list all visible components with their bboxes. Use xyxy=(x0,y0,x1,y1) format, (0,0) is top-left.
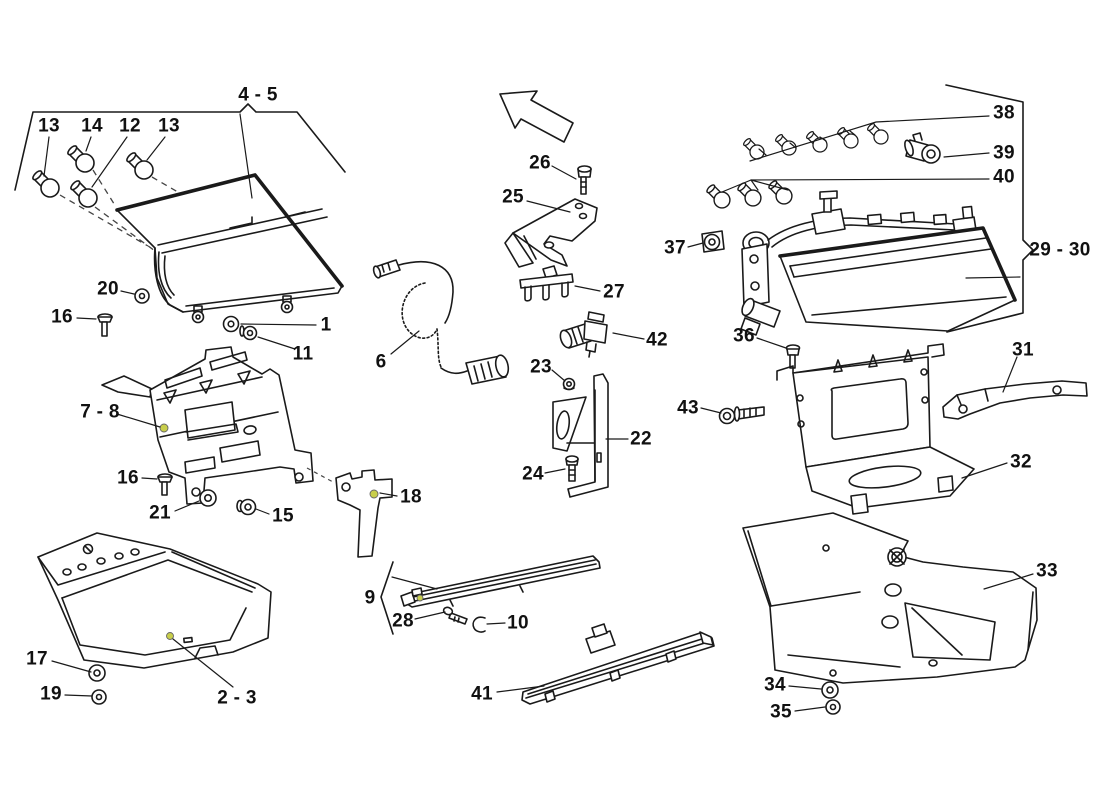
tray-33 xyxy=(742,512,1038,684)
part-label-33: 33 xyxy=(1036,560,1058,582)
part-label-29-30: 29 - 30 xyxy=(1029,239,1091,261)
part-label-37: 37 xyxy=(664,237,686,259)
part-label-17: 17 xyxy=(26,648,48,670)
part-label-40: 40 xyxy=(993,166,1015,188)
washer-21 xyxy=(199,489,217,507)
part-label-38: 38 xyxy=(993,102,1015,124)
strip-9 xyxy=(400,555,601,608)
bulb-row-38 xyxy=(740,120,892,163)
part-label-4-5: 4 - 5 xyxy=(238,84,278,106)
bracket-22 xyxy=(552,373,609,498)
part-label-19: 19 xyxy=(40,683,62,705)
bolt-26 xyxy=(577,165,592,195)
bracket-18 xyxy=(306,467,393,558)
part-label-36: 36 xyxy=(733,325,755,347)
screw-16-upper xyxy=(97,313,113,337)
part-label-42: 42 xyxy=(646,329,668,351)
nut-37 xyxy=(701,230,725,253)
part-label-16: 16 xyxy=(51,306,73,328)
bolt-43 xyxy=(718,406,765,425)
part-label-34: 34 xyxy=(764,674,786,696)
part-label-14: 14 xyxy=(81,115,103,137)
group-frame-29-30 xyxy=(945,84,1034,333)
washer-19 xyxy=(91,689,107,705)
bracket-7-8 xyxy=(101,346,314,505)
part-label-9: 9 xyxy=(364,587,376,609)
bracket-25 xyxy=(504,198,598,268)
part-label-1: 1 xyxy=(320,314,332,336)
part-label-13: 13 xyxy=(158,115,180,137)
part-label-25: 25 xyxy=(502,186,524,208)
part-label-12: 12 xyxy=(119,115,141,137)
part-label-28: 28 xyxy=(392,610,414,632)
part-label-11: 11 xyxy=(292,343,314,365)
group-frame-4-5 xyxy=(14,103,346,191)
clip-27 xyxy=(519,265,574,302)
screw-36 xyxy=(785,344,801,369)
part-label-27: 27 xyxy=(603,281,625,303)
leader-lines xyxy=(43,113,1034,712)
part-label-39: 39 xyxy=(993,142,1015,164)
screw-28 xyxy=(442,606,468,625)
screw-16-lower xyxy=(157,473,173,496)
light-strip-41 xyxy=(521,623,715,705)
part-label-23: 23 xyxy=(530,356,552,378)
part-label-6: 6 xyxy=(375,351,387,373)
part-label-7-8: 7 - 8 xyxy=(80,401,120,423)
part-label-24: 24 xyxy=(522,463,544,485)
clip-10 xyxy=(472,616,486,633)
part-label-43: 43 xyxy=(677,397,699,419)
bracket-31 xyxy=(942,380,1088,420)
part-label-18: 18 xyxy=(400,486,422,508)
nut-15 xyxy=(236,498,257,516)
taillight-assembly-29-30 xyxy=(740,190,1017,336)
socket-39 xyxy=(904,132,941,164)
washer-17 xyxy=(88,664,106,682)
part-label-35: 35 xyxy=(770,701,792,723)
part-label-16: 16 xyxy=(117,467,139,489)
tray-2-3 xyxy=(37,532,272,669)
part-label-21: 21 xyxy=(149,502,171,524)
part-label-32: 32 xyxy=(1010,451,1032,473)
washer-34 xyxy=(821,681,839,699)
part-label-20: 20 xyxy=(97,278,119,300)
bulb-row-40 xyxy=(702,176,796,212)
part-label-13: 13 xyxy=(38,115,60,137)
bracket-32 xyxy=(776,343,975,515)
bolt-24 xyxy=(565,455,579,482)
part-label-41: 41 xyxy=(471,683,493,705)
washer-1 xyxy=(222,315,240,333)
taillight-lens-4-5 xyxy=(59,169,344,324)
part-label-31: 31 xyxy=(1012,339,1034,361)
coiled-cable-6 xyxy=(372,259,510,385)
screw-11 xyxy=(239,325,258,341)
part-label-10: 10 xyxy=(507,612,529,634)
part-label-15: 15 xyxy=(272,505,294,527)
part-label-22: 22 xyxy=(630,428,652,450)
washer-20 xyxy=(134,288,150,304)
part-label-2-3: 2 - 3 xyxy=(217,687,257,709)
brace-9 xyxy=(380,561,394,635)
bulb-13-left xyxy=(28,166,64,202)
part-label-26: 26 xyxy=(529,152,551,174)
washer-35 xyxy=(825,699,841,715)
direction-arrow-icon xyxy=(499,90,574,143)
sensor-42 xyxy=(559,311,608,358)
nut-23 xyxy=(562,377,576,391)
